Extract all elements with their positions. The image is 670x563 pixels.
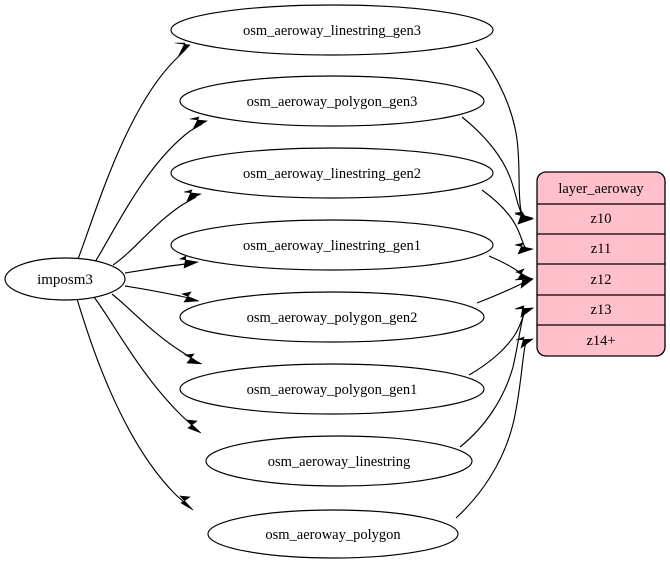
- osm-aeroway-linestring-gen3-label: osm_aeroway_linestring_gen3: [243, 23, 421, 39]
- node-osm_aeroway_linestring_gen3[interactable]: osm_aeroway_linestring_gen3: [170, 4, 494, 56]
- edge-osm_aeroway_linestring-to-z13: [459, 305, 534, 448]
- edge-imposm3-to-osm_aeroway_polygon_gen1: [111, 293, 203, 365]
- osm-aeroway-polygon-gen1-label: osm_aeroway_polygon_gen1: [247, 382, 418, 398]
- edge-osm_aeroway_polygon_gen3-to-z10: [461, 116, 535, 225]
- edge-imposm3-to-osm_aeroway_linestring_gen2: [112, 189, 203, 266]
- osm-aeroway-linestring-ellipse[interactable]: [205, 435, 473, 487]
- record-row-z13-label: z13: [591, 302, 612, 318]
- node-layer_aeroway-record[interactable]: layer_aeroway z10 z11 z12 z13 z14+: [536, 171, 666, 357]
- record-row-z11-label: z11: [591, 241, 611, 257]
- node-osm_aeroway_linestring_gen2[interactable]: osm_aeroway_linestring_gen2: [170, 147, 494, 199]
- edge-imposm3-to-osm_aeroway_polygon_gen2: [124, 285, 200, 303]
- edge-group-source-to-tables: [76, 42, 208, 511]
- imposm3-label: imposm3: [37, 272, 93, 288]
- osm-aeroway-polygon-label: osm_aeroway_polygon: [265, 527, 401, 543]
- osm-aeroway-linestring-gen1-ellipse[interactable]: [170, 219, 494, 271]
- edge-osm_aeroway_linestring_gen2-to-z11: [481, 189, 535, 255]
- osm-aeroway-polygon-gen2-ellipse[interactable]: [179, 291, 485, 343]
- osm-aeroway-polygon-gen3-ellipse[interactable]: [179, 75, 485, 127]
- edge-imposm3-to-osm_aeroway_linestring_gen3: [77, 42, 191, 260]
- edge-imposm3-to-osm_aeroway_linestring_gen1: [124, 255, 200, 274]
- record-row-z12-label: z12: [591, 272, 612, 288]
- node-osm_aeroway_linestring_gen1[interactable]: osm_aeroway_linestring_gen1: [170, 219, 494, 271]
- osm-aeroway-polygon-gen2-label: osm_aeroway_polygon_gen2: [247, 310, 418, 326]
- edge-osm_aeroway_linestring_gen1-to-z12: [488, 255, 534, 280]
- osm-aeroway-polygon-ellipse[interactable]: [207, 509, 459, 559]
- node-osm_aeroway_linestring[interactable]: osm_aeroway_linestring: [205, 435, 473, 487]
- osm-aeroway-linestring-gen1-label: osm_aeroway_linestring_gen1: [243, 238, 421, 254]
- edge-osm_aeroway_polygon-to-z14plus: [455, 336, 534, 519]
- node-osm_aeroway_polygon_gen1[interactable]: osm_aeroway_polygon_gen1: [179, 363, 485, 415]
- osm-aeroway-linestring-gen3-ellipse[interactable]: [170, 4, 494, 56]
- edge-osm_aeroway_polygon_gen2-to-z12: [476, 276, 534, 304]
- osm-aeroway-polygon-gen3-label: osm_aeroway_polygon_gen3: [247, 94, 418, 110]
- node-osm_aeroway_polygon_gen2[interactable]: osm_aeroway_polygon_gen2: [179, 291, 485, 343]
- osm-aeroway-polygon-gen1-ellipse[interactable]: [179, 363, 485, 415]
- record-row-layer-aeroway-label: layer_aeroway: [558, 181, 644, 197]
- edge-imposm3-to-osm_aeroway_polygon_gen3: [94, 116, 208, 263]
- node-imposm3[interactable]: imposm3: [4, 257, 126, 301]
- osm-aeroway-linestring-gen2-ellipse[interactable]: [170, 147, 494, 199]
- edge-imposm3-to-osm_aeroway_linestring: [93, 296, 202, 434]
- edge-imposm3-to-osm_aeroway_polygon: [76, 298, 194, 511]
- record-row-z14plus-label: z14+: [586, 333, 615, 349]
- edge-osm_aeroway_linestring_gen3-to-z10: [475, 47, 534, 225]
- node-osm_aeroway_polygon[interactable]: osm_aeroway_polygon: [207, 509, 459, 559]
- osm-aeroway-linestring-label: osm_aeroway_linestring: [268, 454, 411, 470]
- edge-group-tables-to-record: [455, 47, 535, 519]
- record-row-z10-label: z10: [591, 211, 612, 227]
- imposm3-ellipse[interactable]: [4, 257, 126, 301]
- osm-aeroway-linestring-gen2-label: osm_aeroway_linestring_gen2: [243, 166, 421, 182]
- node-osm_aeroway_polygon_gen3[interactable]: osm_aeroway_polygon_gen3: [179, 75, 485, 127]
